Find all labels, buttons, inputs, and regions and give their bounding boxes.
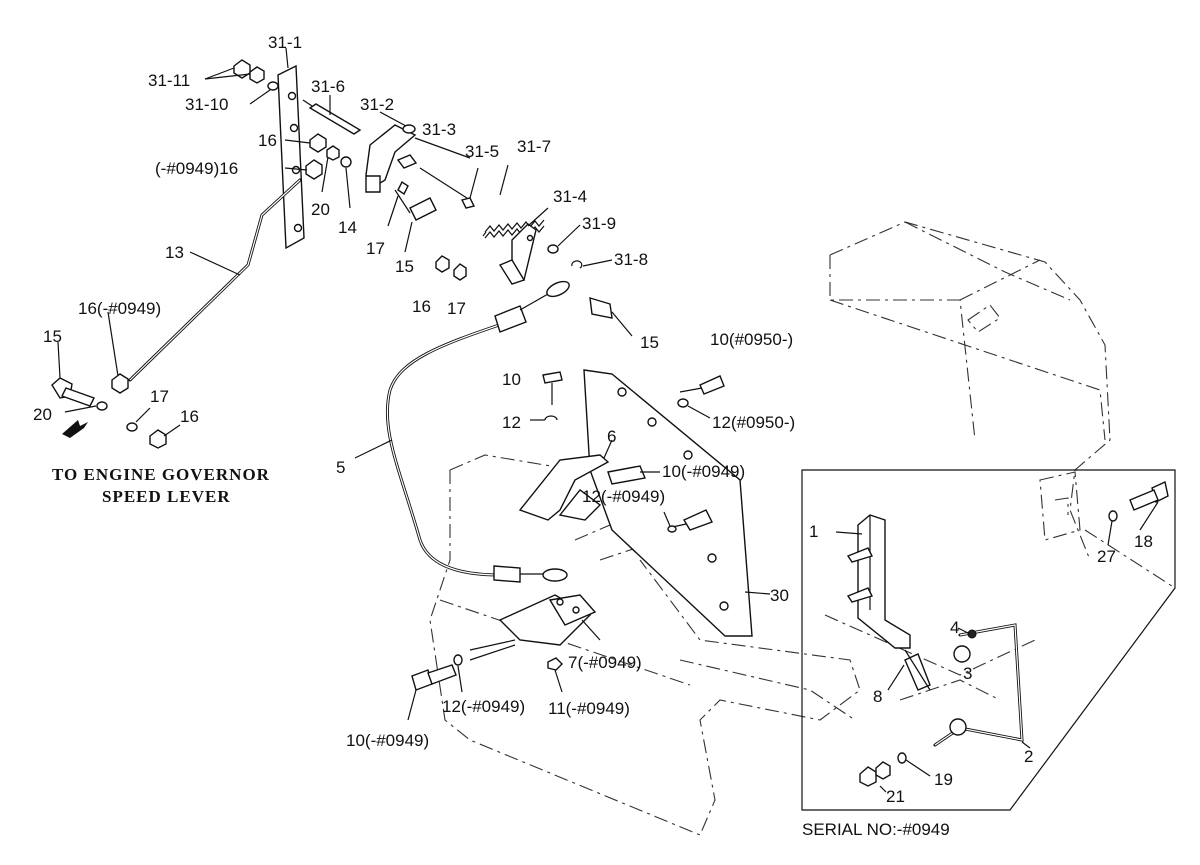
- label-3: 3: [963, 664, 972, 683]
- control-lever: [518, 439, 660, 521]
- label-31-5: 31-5: [465, 142, 499, 161]
- bracket-fasteners: [284, 133, 467, 281]
- governor-note: TO ENGINE GOVERNOR SPEED LEVER: [52, 465, 270, 506]
- label-31-6: 31-6: [311, 77, 345, 96]
- label-15-c: 15: [43, 327, 62, 346]
- inset-washer-nuts: [859, 752, 931, 793]
- label-10-c: 10(-#0949): [662, 462, 745, 481]
- label-21: 21: [886, 787, 905, 806]
- label-17-a: 17: [366, 239, 385, 258]
- label-27: 27: [1097, 547, 1116, 566]
- label-16-d: 16(-#0949): [78, 299, 161, 318]
- label-4: 4: [950, 618, 959, 637]
- plate-fasteners: [530, 371, 725, 533]
- label-31-1: 31-1: [268, 33, 302, 52]
- label-19: 19: [934, 770, 953, 789]
- note-line-2: SPEED LEVER: [102, 487, 231, 506]
- label-31-4: 31-4: [553, 187, 587, 206]
- label-12-a: 12: [502, 413, 521, 432]
- label-8: 8: [873, 687, 882, 706]
- label-7: 7(-#0949): [568, 653, 642, 672]
- bracket-lower-fasteners: [407, 654, 563, 721]
- label-31-8: 31-8: [614, 250, 648, 269]
- lever-support-bracket: [469, 594, 601, 661]
- spring-bracket: [498, 207, 549, 285]
- label-15-b: 15: [640, 333, 659, 352]
- label-31-11: 31-11: [148, 71, 190, 90]
- inset-housing: [824, 529, 1176, 701]
- serial-number-note: SERIAL NO:-#0949: [802, 820, 950, 839]
- label-1: 1: [809, 522, 818, 541]
- label-14: 14: [338, 218, 357, 237]
- label-10-d: 10(-#0949): [346, 731, 429, 750]
- label-12-c: 12(-#0949): [582, 487, 665, 506]
- inset-rod: [933, 623, 1031, 749]
- label-10-a: 10(#0950-): [710, 330, 793, 349]
- label-16-b: (-#0949)16: [155, 159, 238, 178]
- mounting-plate: [583, 369, 771, 637]
- label-17-b: 17: [447, 299, 466, 318]
- inset-bolt-18: [1107, 480, 1169, 546]
- label-31-3: 31-3: [422, 120, 456, 139]
- lever-shaft: [302, 95, 362, 135]
- label-12-d: 12(-#0949): [442, 697, 525, 716]
- label-5: 5: [336, 458, 345, 477]
- label-30: 30: [770, 586, 789, 605]
- label-2: 2: [1024, 747, 1033, 766]
- label-6: 6: [607, 427, 616, 446]
- label-10-b: 10: [502, 370, 521, 389]
- label-16-e: 16: [180, 407, 199, 426]
- lever-bracket: [365, 111, 471, 201]
- speed-rod: [128, 178, 302, 382]
- label-12-b: 12(#0950-): [712, 413, 795, 432]
- label-13: 13: [165, 243, 184, 262]
- label-31-7: 31-7: [517, 137, 551, 156]
- label-11: 11(-#0949): [548, 699, 630, 718]
- label-17-c: 17: [150, 387, 169, 406]
- note-line-1: TO ENGINE GOVERNOR: [52, 465, 270, 484]
- nut-pair: [204, 59, 279, 105]
- label-31-2: 31-2: [360, 95, 394, 114]
- label-16-c: 16: [412, 297, 431, 316]
- serial-inset-frame: [801, 469, 1176, 811]
- callout-labels: 31-1 31-11 31-10 31-6 31-2 31-3 31-5 31-…: [33, 33, 1153, 806]
- label-16-a: 16: [258, 131, 277, 150]
- label-20-b: 20: [33, 405, 52, 424]
- label-31-10: 31-10: [185, 95, 228, 114]
- washer-clip: [547, 224, 613, 269]
- label-18: 18: [1134, 532, 1153, 551]
- label-31-9: 31-9: [582, 214, 616, 233]
- inset-bracket: [835, 514, 911, 649]
- governor-fasteners: [51, 311, 181, 449]
- label-15-a: 15: [395, 257, 414, 276]
- throttle-cable: [354, 280, 633, 583]
- inset-bolt-8: [887, 649, 931, 691]
- housing-outline-right: [829, 221, 1111, 561]
- label-20-a: 20: [311, 200, 330, 219]
- lever-plate: [277, 47, 305, 250]
